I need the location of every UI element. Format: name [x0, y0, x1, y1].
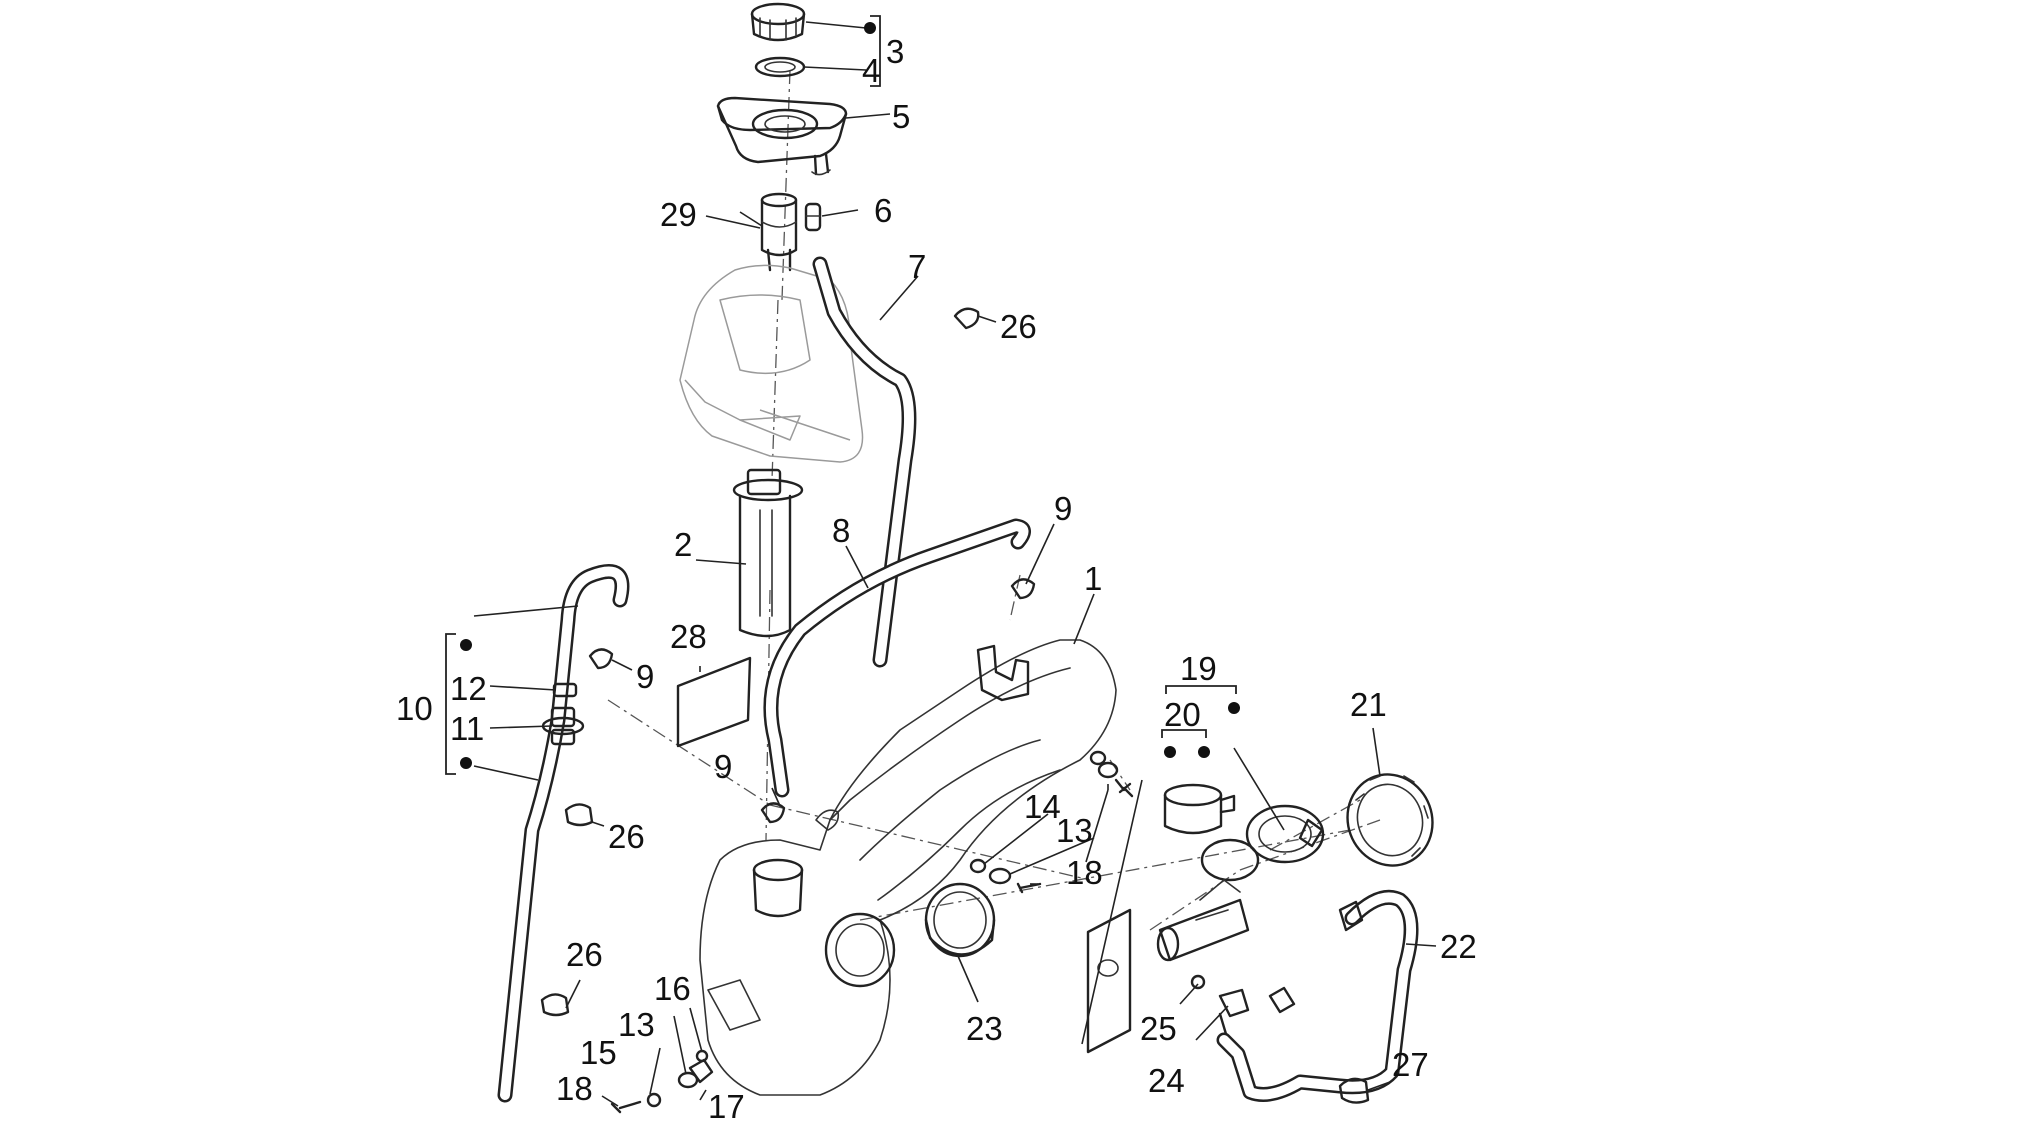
group-brackets: [445, 15, 1240, 775]
vent-hose-8: [763, 518, 1031, 798]
callout-2: 2: [674, 526, 692, 563]
callout-26-left: 26: [608, 818, 645, 855]
fuel-delivery-pipe: [1190, 889, 1419, 1104]
filler-tray: [716, 96, 848, 176]
fuel-tank: [699, 639, 1117, 1096]
callout-23: 23: [966, 1010, 1003, 1047]
callout-11: 11: [450, 710, 484, 747]
fuel-pump-assembly: [1086, 783, 1325, 1054]
callout-25: 25: [1140, 1010, 1177, 1047]
callout-1: 1: [1084, 560, 1102, 597]
vent-nipple: [804, 202, 822, 232]
callout-13-right: 13: [1056, 812, 1093, 849]
callout-7: 7: [908, 248, 926, 285]
callout-6: 6: [874, 192, 892, 229]
callout-20: 20: [1164, 696, 1201, 733]
callout-4: 4: [862, 52, 880, 89]
callout-29: 29: [660, 196, 697, 233]
callout-9-right: 9: [1054, 490, 1072, 527]
callout-26-bottom: 26: [566, 936, 603, 973]
pump-lock-ring: [1346, 773, 1434, 867]
callout-24: 24: [1148, 1062, 1185, 1099]
fuel-level-sender: [732, 468, 804, 638]
upper-shroud: [679, 264, 864, 463]
callout-numbers: 3 4 5 29 6 7 26 2 8 9 1 28 9 12 10 11 9 …: [396, 33, 1477, 1123]
callout-27: 27: [1392, 1046, 1429, 1083]
callout-18-left: 18: [556, 1070, 593, 1107]
vent-hose-7: [812, 256, 917, 668]
callout-26-top: 26: [1000, 308, 1037, 345]
callout-15: 15: [580, 1034, 617, 1071]
leader-lines: [473, 21, 1437, 1107]
callout-16: 16: [654, 970, 691, 1007]
callout-28: 28: [670, 618, 707, 655]
callout-10: 10: [396, 690, 433, 727]
callout-21: 21: [1350, 686, 1387, 723]
callout-14: 14: [1024, 788, 1061, 825]
callout-12: 12: [450, 670, 487, 707]
fuel-cap: [750, 2, 806, 42]
callout-19: 19: [1180, 650, 1217, 687]
callout-22: 22: [1440, 928, 1477, 965]
cap-seal: [754, 56, 806, 78]
gasket-ring: [924, 882, 996, 958]
breather-hose-assembly: [497, 564, 630, 1103]
callout-3: 3: [886, 33, 904, 70]
label-plate: [676, 656, 752, 748]
callout-5: 5: [892, 98, 910, 135]
callout-18-right: 18: [1066, 854, 1103, 891]
callout-9-center: 9: [714, 748, 732, 785]
callout-9-left: 9: [636, 658, 654, 695]
neck-tube: [760, 192, 798, 272]
assembly-axes: [607, 69, 1381, 931]
callout-17: 17: [708, 1088, 745, 1123]
callout-13-left: 13: [618, 1006, 655, 1043]
callout-8: 8: [832, 512, 850, 549]
